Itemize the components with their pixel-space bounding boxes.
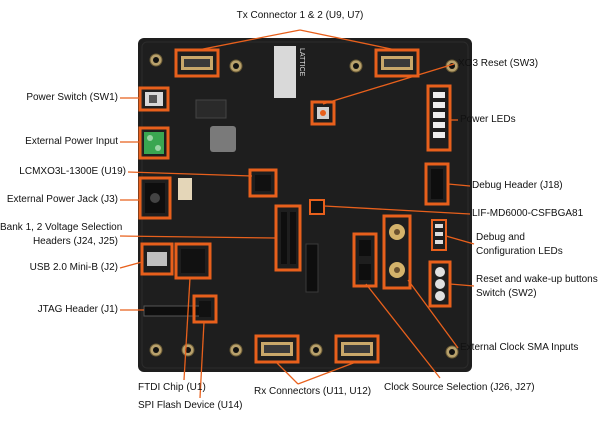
label-lif-md6000: LIF-MD6000-CSFBGA81 [472,208,584,219]
label-tx-connector: Tx Connector 1 & 2 (U9, U7) [236,10,364,21]
lif-md6000-chip [309,199,325,215]
ftdi-chip [174,242,212,280]
lcmxo3l-chip [248,168,278,198]
clock-source-headers [352,232,378,288]
debug-config-leds [431,219,447,251]
label-debug-config-2: Configuration LEDs [476,246,563,257]
power-leds [426,84,452,152]
label-reset-wake-1: Reset and wake-up buttons [476,274,598,285]
label-spi-flash: SPI Flash Device (U14) [138,400,243,411]
label-jtag-header: JTAG Header (J1) [37,304,118,315]
xo3-reset-button [310,100,336,126]
label-ftdi-chip: FTDI Chip (U1) [138,382,206,393]
label-power-switch: Power Switch (SW1) [26,92,118,103]
label-external-power-jack: External Power Jack (J3) [6,194,118,205]
pcb-board [138,38,472,372]
label-external-clock-sma: External Clock SMA Inputs [460,342,579,353]
label-bank-voltage-1: Bank 1, 2 Voltage Selection [0,222,123,233]
rx-connector-1 [254,334,300,364]
label-usb-mini-b: USB 2.0 Mini-B (J2) [29,262,118,273]
label-lcmxo3l: LCMXO3L-1300E (U19) [19,166,126,177]
label-debug-header: Debug Header (J18) [472,180,563,191]
leader-lines [119,29,475,399]
power-switch [138,86,170,112]
label-rx-connectors: Rx Connectors (U11, U12) [254,386,372,397]
external-clock-sma [382,214,412,290]
label-clock-source: Clock Source Selection (J26, J27) [384,382,535,393]
label-external-power-input: External Power Input [25,136,118,147]
label-debug-config-1: Debug and [476,232,525,243]
label-power-leds: Power LEDs [460,114,516,125]
rx-connector-2 [334,334,380,364]
tx-connector-2 [374,48,420,78]
usb-mini-b [140,242,174,276]
label-reset-wake-2: Switch (SW2) [476,288,537,299]
label-xo3-reset: XO3 Reset (SW3) [458,58,539,69]
label-bank-voltage-2: Headers (J24, J25) [32,236,118,247]
silkscreen-logo: LATTICE [298,48,305,77]
external-power-jack [138,176,172,220]
spi-flash [192,294,218,324]
tx-connector-1 [174,48,220,78]
external-power-input [138,126,170,160]
